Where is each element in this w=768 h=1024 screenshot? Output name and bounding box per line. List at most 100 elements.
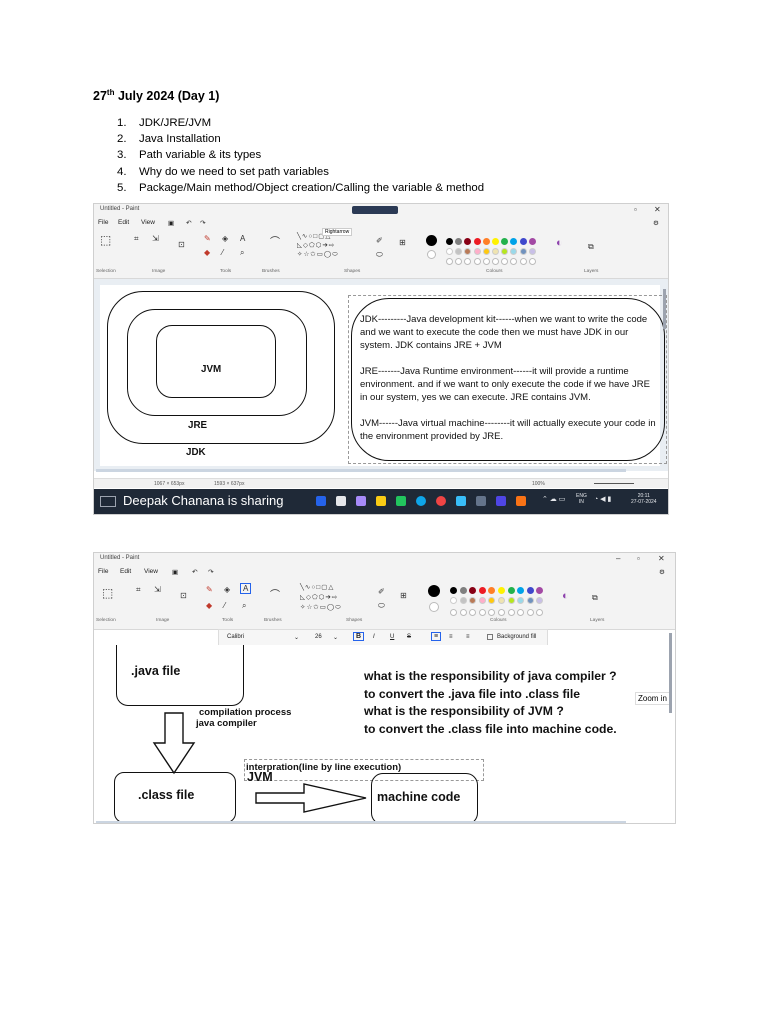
shapes-row-2[interactable]: ◺◇⬠⬡➔⇨ (297, 242, 336, 249)
shapes-row-3[interactable]: ✧☆✩▭◯⬭ (300, 604, 342, 611)
text-icon[interactable]: A (240, 234, 246, 243)
vertical-scrollbar[interactable] (669, 633, 672, 713)
custom-colour-slot[interactable] (464, 258, 472, 265)
custom-colour-slot[interactable] (507, 609, 515, 616)
colour-swatch[interactable] (492, 248, 499, 255)
custom-colour-slot[interactable] (517, 609, 525, 616)
colour-swatch[interactable] (536, 597, 544, 604)
colour-swatch[interactable] (498, 587, 505, 594)
chrome-icon[interactable] (436, 496, 446, 506)
resize-icon[interactable]: ⇲ (152, 234, 159, 243)
magnifier-icon[interactable]: ⌕ (240, 248, 245, 257)
colour-swatch[interactable] (498, 597, 505, 604)
close-icon[interactable]: ✕ (658, 554, 665, 563)
colour-swatch[interactable] (517, 597, 525, 604)
custom-colour-slot[interactable] (519, 258, 527, 265)
zoom-slider[interactable] (594, 483, 634, 484)
colour-swatch[interactable] (482, 238, 490, 245)
custom-colour-slot[interactable] (488, 609, 496, 616)
restore-icon[interactable]: ▫ (634, 205, 637, 214)
colour-swatch[interactable] (536, 587, 544, 594)
redo-icon[interactable]: ↷ (200, 220, 206, 227)
menu-view[interactable]: View (144, 568, 158, 575)
edge-icon[interactable] (416, 496, 426, 506)
tray-icons[interactable]: ⌃ ☁ ▭ (542, 496, 566, 503)
custom-colour-slot[interactable] (482, 258, 490, 265)
crop-icon[interactable]: ⌗ (136, 585, 141, 594)
colour-swatch[interactable] (510, 248, 518, 255)
colour-swatch[interactable] (519, 238, 527, 245)
bold-button[interactable]: B (353, 632, 365, 641)
colour-swatch[interactable] (528, 248, 536, 255)
fill-shape-icon[interactable]: ⬭ (378, 601, 385, 610)
shapes-row-1[interactable]: ╲∿○□▢△ (297, 233, 332, 240)
minimize-icon[interactable]: – (616, 554, 621, 563)
search-icon[interactable] (336, 496, 346, 506)
colour-swatch[interactable] (519, 248, 527, 255)
colour-swatch[interactable] (473, 238, 481, 245)
color-picker-icon[interactable]: ⁄ (224, 601, 226, 610)
primary-color-swatch[interactable] (426, 235, 437, 246)
colour-swatch[interactable] (510, 238, 518, 245)
folder-icon[interactable] (376, 496, 386, 506)
custom-colour-slot[interactable] (459, 609, 467, 616)
paint-icon[interactable] (516, 496, 526, 506)
custom-colour-slot[interactable] (528, 258, 536, 265)
app-icon[interactable] (456, 496, 466, 506)
colour-swatch[interactable] (478, 587, 486, 594)
app-icon[interactable] (496, 496, 506, 506)
custom-colour-slot[interactable] (501, 258, 509, 265)
shape-size-icon[interactable]: ⊞ (400, 591, 407, 600)
colour-swatch[interactable] (488, 597, 496, 604)
font-size-select[interactable]: 26 (315, 634, 322, 640)
shape-size-icon[interactable]: ⊞ (399, 238, 406, 247)
colour-swatch[interactable] (488, 587, 496, 594)
close-icon[interactable]: ✕ (654, 205, 661, 214)
text-icon[interactable]: A (240, 583, 252, 594)
colour-swatch[interactable] (482, 248, 490, 255)
fill-icon[interactable]: ◈ (224, 585, 231, 594)
edit-colours-icon[interactable]: ◐ (556, 237, 563, 249)
colour-swatch[interactable] (446, 238, 453, 245)
chevron-down-icon[interactable]: ⌄ (333, 635, 339, 641)
colour-swatch[interactable] (501, 248, 509, 255)
horizontal-scrollbar[interactable] (96, 469, 626, 472)
restore-icon[interactable]: ▫ (637, 554, 640, 563)
shapes-row-1[interactable]: ╲∿○□▢△ (300, 584, 335, 591)
secondary-color-swatch[interactable] (427, 250, 436, 259)
drawing-canvas[interactable] (94, 645, 672, 823)
color-picker-icon[interactable]: ⁄ (222, 248, 224, 257)
undo-icon[interactable]: ↶ (192, 569, 198, 576)
store-icon[interactable] (396, 496, 406, 506)
shapes-row-2[interactable]: ◺◇⬠⬡➔⇨ (300, 594, 339, 601)
colour-swatch[interactable] (501, 238, 509, 245)
custom-colour-slot[interactable] (469, 609, 477, 616)
selection-icon[interactable]: ⬚ (102, 586, 114, 600)
menu-edit[interactable]: Edit (118, 219, 130, 226)
selection-icon[interactable]: ⬚ (100, 233, 112, 247)
colour-swatch[interactable] (459, 587, 467, 594)
outline-icon[interactable]: ✐ (378, 587, 385, 596)
custom-colour-slot[interactable] (526, 609, 534, 616)
colour-swatch[interactable] (455, 248, 463, 255)
layers-icon[interactable]: ⧉ (588, 242, 594, 251)
start-icon[interactable] (316, 496, 326, 506)
colour-swatch[interactable] (517, 587, 525, 594)
align-right-button[interactable]: ≡ (466, 634, 470, 640)
custom-colour-slot[interactable] (455, 258, 463, 265)
colour-swatch[interactable] (526, 597, 534, 604)
secondary-color-swatch[interactable] (429, 602, 439, 612)
colour-swatch[interactable] (469, 597, 477, 604)
brush-icon[interactable]: ⌒ (270, 590, 280, 601)
redo-icon[interactable]: ↷ (208, 569, 214, 576)
vertical-scrollbar[interactable] (663, 289, 666, 329)
align-center-button[interactable]: ≡ (449, 634, 453, 640)
zoom-level[interactable]: 100% (532, 481, 545, 487)
custom-colour-slot[interactable] (473, 258, 481, 265)
colour-swatch[interactable] (507, 597, 515, 604)
fill-icon[interactable]: ◈ (222, 234, 229, 243)
italic-button[interactable]: I (373, 634, 375, 640)
edit-colours-icon[interactable]: ◐ (562, 590, 569, 602)
primary-color-swatch[interactable] (428, 585, 440, 597)
save-icon[interactable]: ▣ (168, 220, 175, 227)
